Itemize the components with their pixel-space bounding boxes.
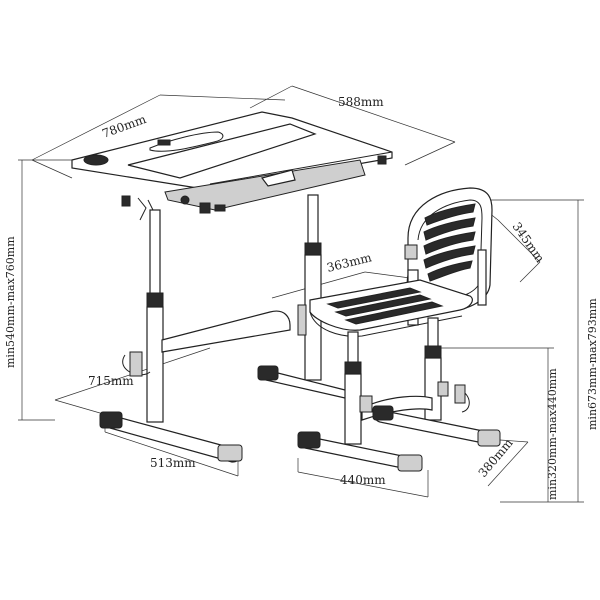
desk-drawer [164,159,366,211]
desk-crossbar [161,310,291,353]
desk-width-dimension [31,94,286,179]
chair-leg-front [344,373,362,445]
desk-base-width-label: 513mm [150,456,196,470]
total-height-dimension [490,199,584,503]
desk-depth-dimension [249,85,456,166]
desk-height-dimension [18,159,72,421]
chair [297,187,501,472]
desk-width-label: 780mm [100,112,148,141]
backrest-slots [423,203,476,282]
desk-leg-left-upper [149,209,161,296]
desk-height-label: min540mm-max760mm [4,236,17,368]
desk-leg-right-upper [307,194,319,246]
cup-holder [83,154,109,166]
seat-height-dimension [440,347,554,502]
desk-leg-left-lower [146,306,164,423]
chair-back-width-label: 345mm [510,220,548,266]
total-height-label: min673mm-max793mm [586,298,599,430]
chair-base-width-dimension [297,458,429,498]
desk-depth-label: 588mm [338,95,384,109]
seat-depth-label: 363mm [325,250,373,275]
chair-base-width-label: 440mm [340,473,386,487]
seat-slots [326,287,444,325]
desk-base-depth-label: 715mm [88,374,134,388]
chair-base-depth-dimension [487,439,529,487]
desk [71,111,393,463]
seat-height-label: min320mm-max440mm [546,368,559,500]
